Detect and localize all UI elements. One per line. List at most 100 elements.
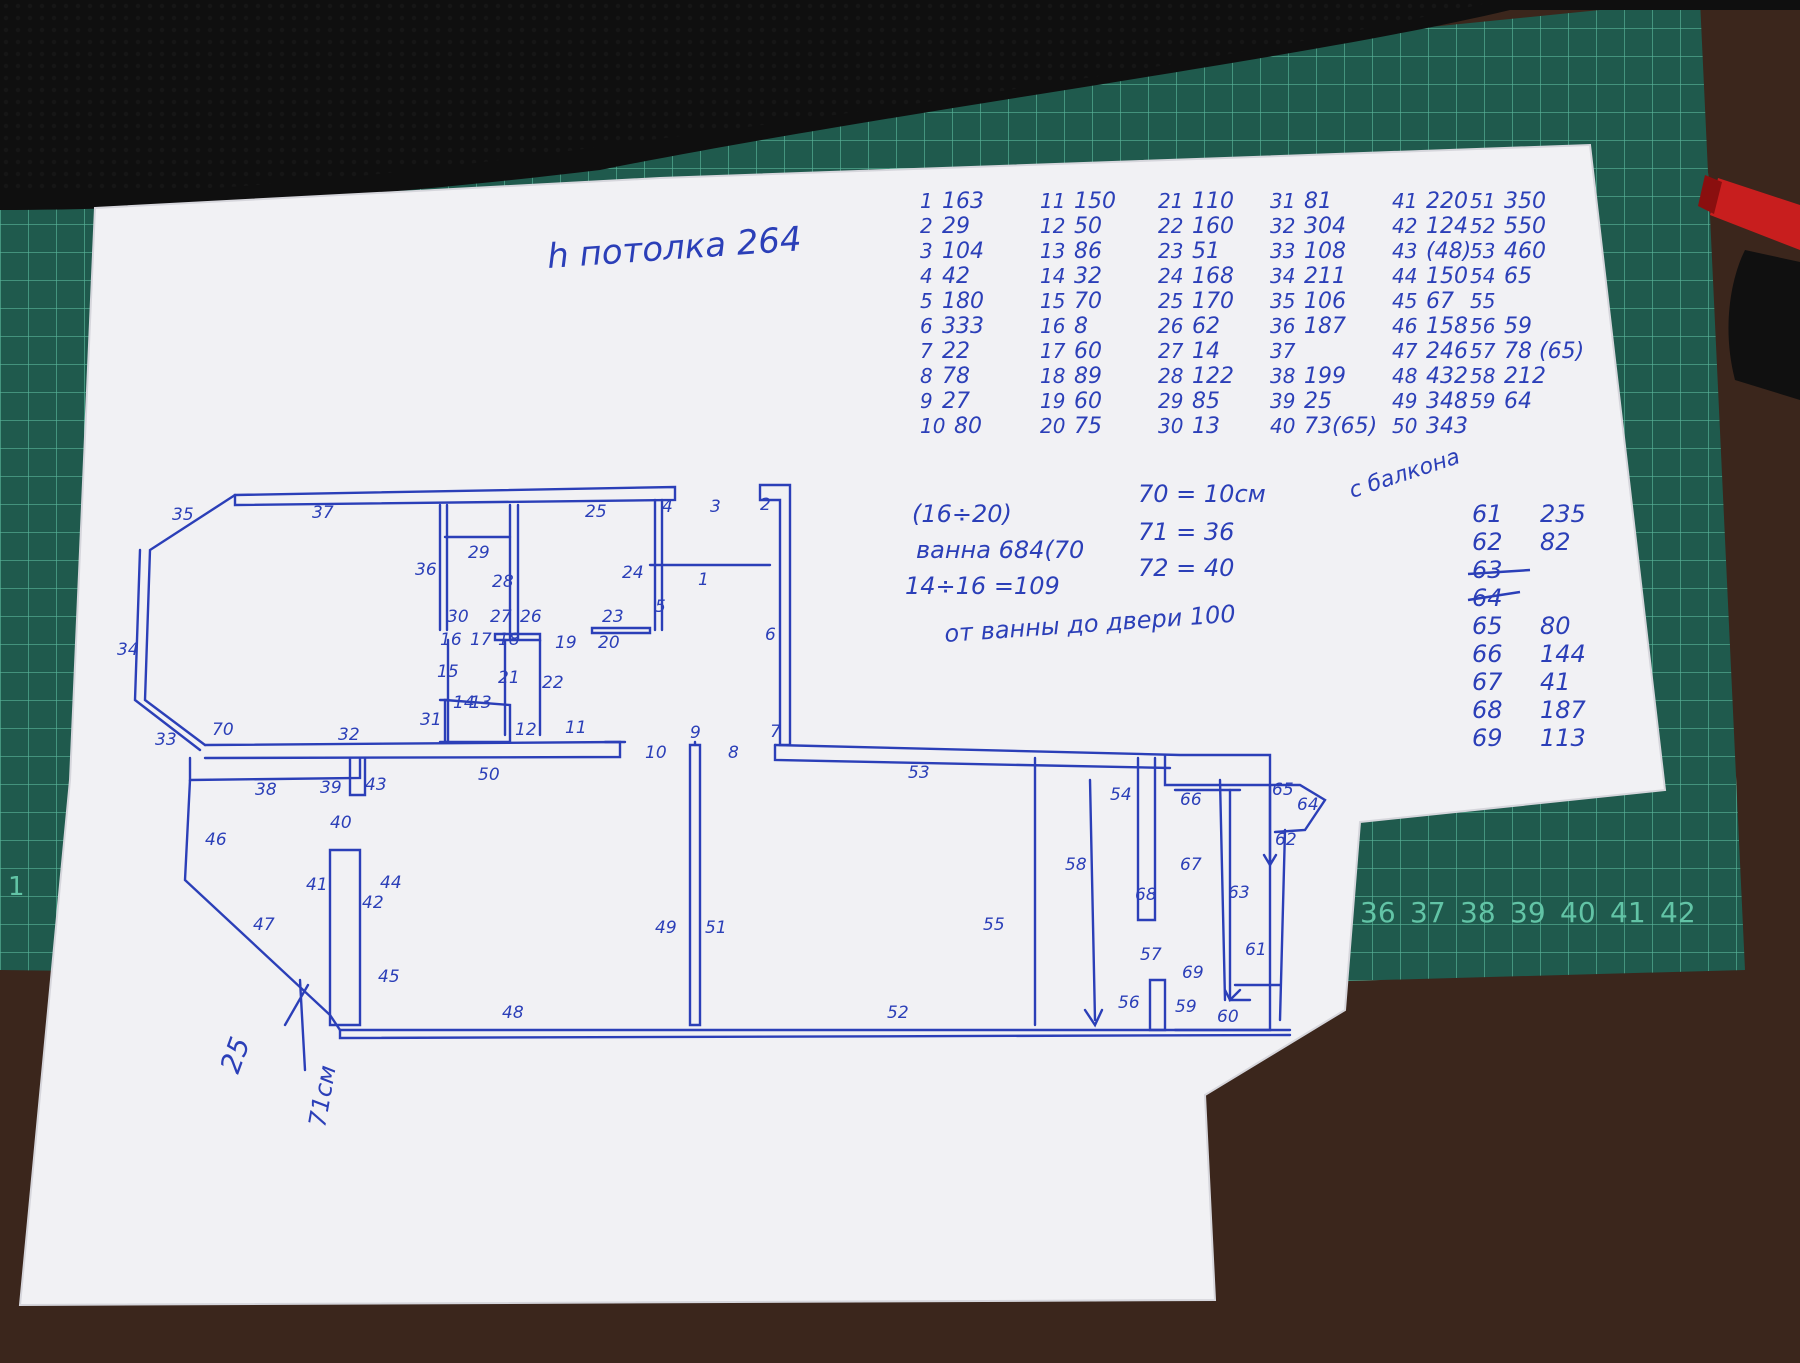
plan-label: 14 bbox=[453, 693, 475, 713]
plan-label: 17 bbox=[470, 630, 492, 650]
measurement-value: 59 bbox=[1504, 314, 1532, 339]
measurement-number: 46 bbox=[1392, 314, 1417, 338]
plan-label: 10 bbox=[645, 743, 667, 763]
measurement-value: 85 bbox=[1192, 389, 1220, 414]
measurement-number: 23 bbox=[1158, 239, 1183, 263]
plan-label: 61 bbox=[1245, 940, 1267, 960]
measurement-2-value: 187 bbox=[1540, 696, 1587, 724]
paper-edge bbox=[18, 143, 1667, 1307]
measurement-number: 19 bbox=[1040, 389, 1065, 413]
strike-64 bbox=[1467, 590, 1521, 602]
plan-label: 43 bbox=[365, 775, 387, 795]
strike-63 bbox=[1467, 568, 1531, 576]
plan-label: 21 bbox=[498, 668, 520, 688]
plan-label: 62 bbox=[1275, 830, 1297, 850]
plan-label: 51 bbox=[705, 918, 727, 938]
measurement-number: 39 bbox=[1270, 389, 1295, 413]
measurement-value: 211 bbox=[1304, 264, 1346, 289]
measurement-number: 16 bbox=[1040, 314, 1065, 338]
measurement-value: 25 bbox=[1304, 389, 1332, 414]
plan-label: 27 bbox=[490, 607, 512, 627]
plan-label: 7 bbox=[770, 722, 781, 742]
measurement-number: 28 bbox=[1158, 364, 1183, 388]
measurement-2-number: 67 bbox=[1472, 668, 1503, 696]
plan-label: 28 bbox=[492, 572, 514, 592]
plan-label: 33 bbox=[155, 730, 177, 750]
plan-label: 18 bbox=[498, 630, 520, 650]
measurement-value: 110 bbox=[1192, 189, 1234, 214]
plan-label: 68 bbox=[1135, 885, 1157, 905]
measurement-number: 17 bbox=[1040, 339, 1066, 363]
measurement-number: 33 bbox=[1270, 239, 1295, 263]
measurement-number: 59 bbox=[1470, 389, 1495, 413]
measurement-number: 29 bbox=[1158, 389, 1183, 413]
measurement-number: 38 bbox=[1270, 364, 1295, 388]
measurement-2-value: 82 bbox=[1540, 528, 1571, 556]
measurement-value: 220 bbox=[1426, 189, 1468, 214]
measurement-2-value: 41 bbox=[1540, 668, 1571, 696]
plan-label: 38 bbox=[255, 780, 277, 800]
laptop bbox=[0, 0, 1800, 210]
measurement-2-number: 66 bbox=[1472, 640, 1503, 668]
measurement-2-value: 113 bbox=[1540, 724, 1586, 752]
measurement-value: 65 bbox=[1504, 264, 1532, 289]
plan-label: 57 bbox=[1140, 945, 1162, 965]
plan-label: 5 bbox=[655, 597, 666, 617]
plan-label: 8 bbox=[728, 743, 739, 763]
measurement-number: 34 bbox=[1270, 264, 1295, 288]
plan-label: 69 bbox=[1182, 963, 1204, 983]
measurement-number: 54 bbox=[1470, 264, 1495, 288]
plan-label: 53 bbox=[908, 763, 930, 783]
measurement-value: 60 bbox=[1074, 389, 1102, 414]
measurement-value: 75 bbox=[1074, 414, 1102, 439]
measurement-value: 89 bbox=[1074, 364, 1102, 389]
measurement-number: 2 bbox=[920, 214, 933, 238]
plan-label: 13 bbox=[470, 693, 492, 713]
plan-label: 54 bbox=[1110, 785, 1132, 805]
measurement-2-value: 235 bbox=[1540, 500, 1586, 528]
measurement-number: 6 bbox=[920, 314, 933, 338]
plan-label: 19 bbox=[555, 633, 577, 653]
measurement-number: 9 bbox=[920, 389, 933, 413]
measurement-number: 49 bbox=[1392, 389, 1417, 413]
measurement-value: 51 bbox=[1192, 239, 1220, 264]
measurement-number: 7 bbox=[920, 339, 933, 363]
plan-label: 66 bbox=[1180, 790, 1202, 810]
measurement-value: 160 bbox=[1192, 214, 1234, 239]
measurement-value: 150 bbox=[1074, 189, 1116, 214]
measurement-number: 14 bbox=[1040, 264, 1065, 288]
measurement-value: (48) bbox=[1426, 239, 1471, 264]
note-70: 70 = 10см bbox=[1138, 480, 1266, 508]
plan-label: 44 bbox=[380, 873, 402, 893]
measurement-number: 56 bbox=[1470, 314, 1495, 338]
plan-label: 4 bbox=[662, 497, 673, 517]
measurement-value: 343 bbox=[1426, 414, 1468, 439]
plan-label: 34 bbox=[117, 640, 139, 660]
plan-label: 26 bbox=[520, 607, 542, 627]
plan-label: 47 bbox=[253, 915, 275, 935]
ruler-number: 38 bbox=[1460, 896, 1496, 929]
measurement-value: 108 bbox=[1304, 239, 1346, 264]
measurement-number: 25 bbox=[1158, 289, 1183, 313]
plan-label: 15 bbox=[437, 662, 459, 682]
measurement-number: 51 bbox=[1470, 189, 1495, 213]
measurement-number: 48 bbox=[1392, 364, 1417, 388]
measurement-value: 124 bbox=[1426, 214, 1468, 239]
measurement-number: 43 bbox=[1392, 239, 1417, 263]
paper-sheet bbox=[20, 145, 1665, 1305]
plan-label: 45 bbox=[378, 967, 400, 987]
plan-label: 64 bbox=[1297, 795, 1319, 815]
measurement-number: 52 bbox=[1470, 214, 1495, 238]
measurement-value: 13 bbox=[1192, 414, 1220, 439]
floor-plan bbox=[133, 483, 1327, 1072]
plan-label: 70 bbox=[212, 720, 234, 740]
measurement-value: 106 bbox=[1304, 289, 1346, 314]
measurement-value: 432 bbox=[1426, 364, 1468, 389]
measurement-number: 8 bbox=[920, 364, 933, 388]
measurement-number: 53 bbox=[1470, 239, 1495, 263]
plan-label: 56 bbox=[1118, 993, 1140, 1013]
